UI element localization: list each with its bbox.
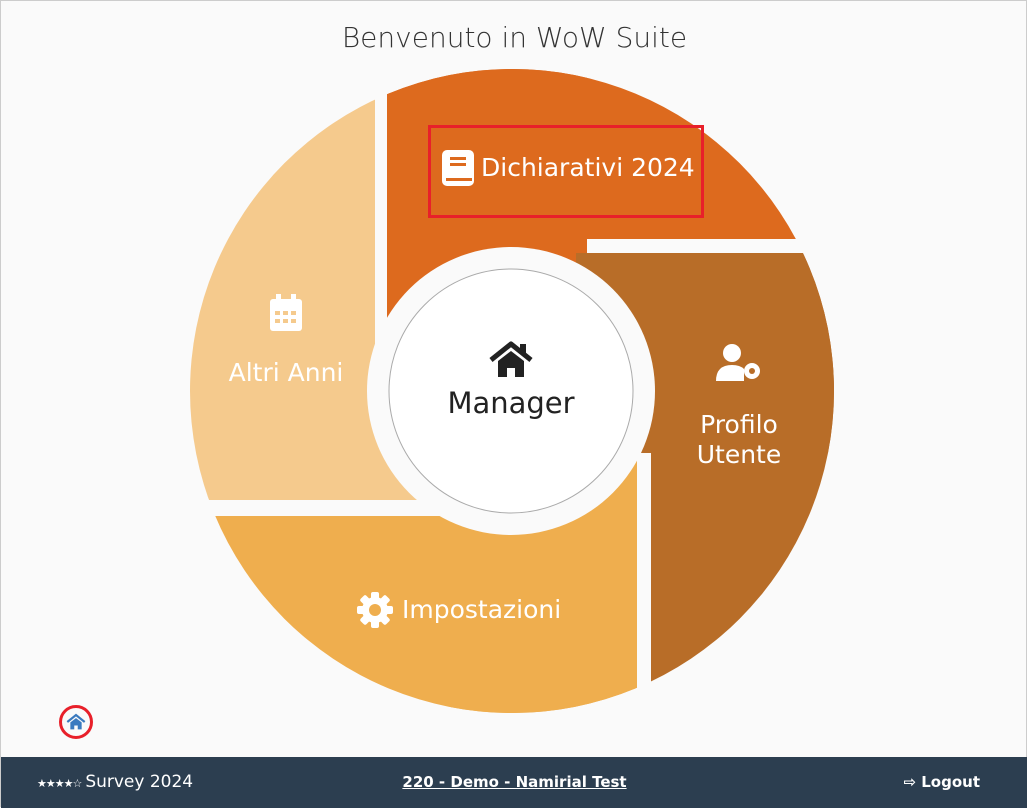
home-icon (66, 713, 86, 730)
altri-anni-button[interactable]: Altri Anni (206, 293, 366, 388)
dichiarativi-label: Dichiarativi 2024 (481, 153, 695, 182)
calendar-icon (270, 294, 302, 331)
company-link[interactable]: 220 - Demo - Namirial Test (402, 773, 627, 791)
profilo-utente-button[interactable]: Profilo Utente (669, 343, 809, 470)
profilo-label-1: Profilo (700, 410, 778, 439)
menu-wheel (190, 69, 834, 713)
footer: ★★★★☆Survey 2024 220 - Demo - Namirial T… (1, 757, 1027, 808)
survey-label: Survey 2024 (85, 772, 194, 792)
stars-icon: ★★★★☆ (37, 777, 82, 790)
home-button[interactable] (59, 705, 93, 739)
altri-anni-label: Altri Anni (228, 358, 344, 387)
book-icon (442, 150, 474, 186)
page-title: Benvenuto in WoW Suite (341, 21, 688, 54)
logout-button[interactable]: ⇨ Logout (903, 773, 980, 791)
dichiarativi-button[interactable]: Dichiarativi 2024 (441, 149, 695, 187)
gear-icon (357, 592, 393, 628)
manager-label: Manager (447, 386, 575, 420)
profilo-label-2: Utente (696, 440, 782, 469)
manager-button[interactable] (388, 268, 634, 514)
impostazioni-label: Impostazioni (402, 595, 562, 624)
user-cog-icon (716, 344, 760, 381)
logout-label: Logout (921, 773, 980, 791)
logout-icon: ⇨ (903, 773, 922, 791)
survey-link[interactable]: ★★★★☆Survey 2024 (37, 772, 193, 792)
impostazioni-button[interactable]: Impostazioni (356, 591, 561, 629)
home-icon (489, 341, 533, 377)
selection-highlight (428, 125, 704, 218)
manager-label-group[interactable]: Manager (389, 341, 633, 420)
